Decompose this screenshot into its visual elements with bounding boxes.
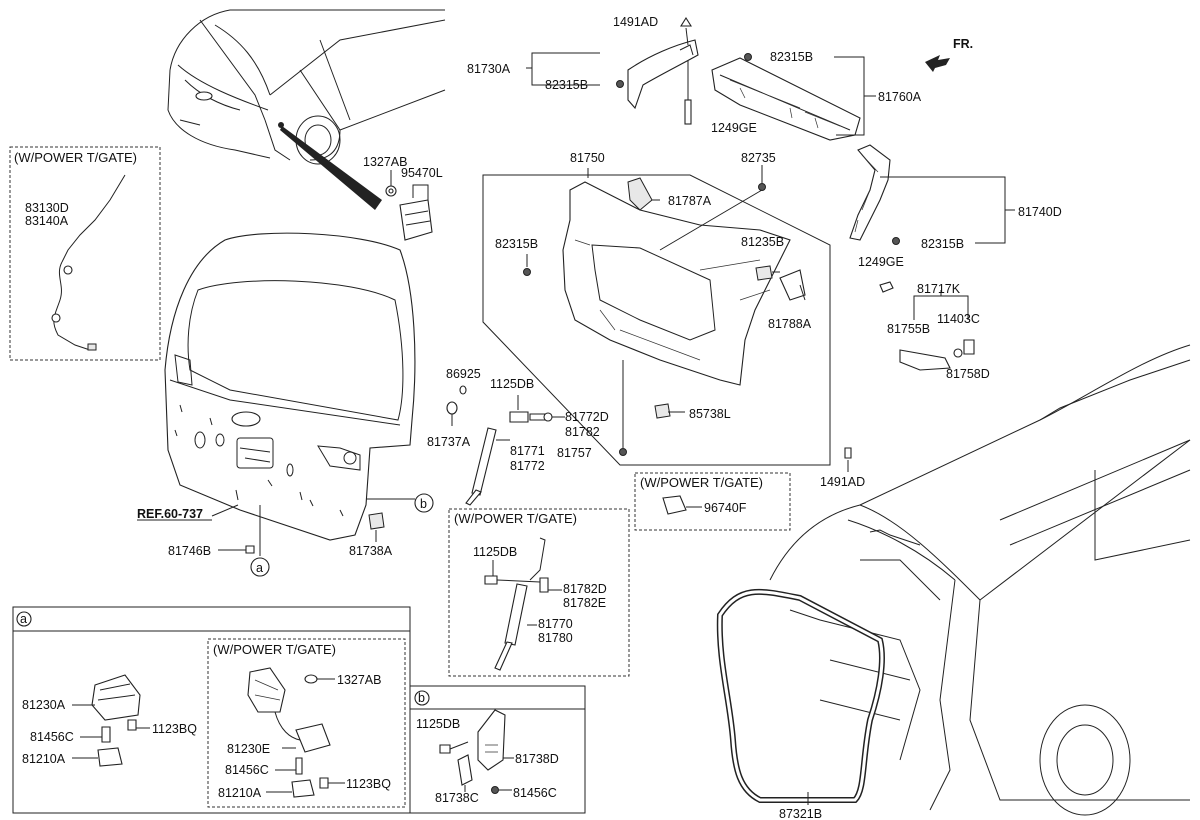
- power-tgate-strut-header: (W/POWER T/GATE): [454, 511, 577, 526]
- part-label-81738C: 81738C: [435, 791, 479, 805]
- part-label-81456C: 81456C: [225, 763, 269, 777]
- front-direction-indicator: FR.: [925, 37, 973, 72]
- power-tgate-latch-header: (W/POWER T/GATE): [213, 642, 336, 657]
- part-label-81737A: 81737A: [427, 435, 471, 449]
- part-label-81772D: 81772D: [565, 410, 609, 424]
- part-label-81750: 81750: [570, 151, 605, 165]
- callout-a: a: [256, 561, 263, 575]
- part-label-96740F: 96740F: [704, 501, 747, 515]
- part-label-82315B: 82315B: [921, 237, 964, 251]
- part-label-1327AB: 1327AB: [363, 155, 407, 169]
- part-label-82315B: 82315B: [495, 237, 538, 251]
- part-label-83140A: 83140A: [25, 214, 69, 228]
- part-label-81456C: 81456C: [30, 730, 74, 744]
- part-label-81782E: 81782E: [563, 596, 606, 610]
- part-label-1123BQ: 1123BQ: [152, 722, 197, 736]
- part-label-81230E: 81230E: [227, 742, 270, 756]
- part-label-81787A: 81787A: [668, 194, 712, 208]
- front-direction-label: FR.: [953, 37, 973, 51]
- part-label-82315B: 82315B: [770, 50, 813, 64]
- part-label-81235B: 81235B: [741, 235, 784, 249]
- part-label-81760A: 81760A: [878, 90, 922, 104]
- part-label-86925: 86925: [446, 367, 481, 381]
- part-label-81210A: 81210A: [218, 786, 262, 800]
- part-label-1491AD: 1491AD: [820, 475, 865, 489]
- part-label-81738A: 81738A: [349, 544, 393, 558]
- part-1327AB-95470L: 1327AB 95470L: [363, 155, 443, 241]
- part-label-81782D: 81782D: [563, 582, 607, 596]
- detail-a-header: a: [20, 612, 27, 626]
- power-tgate-switch-header: (W/POWER T/GATE): [640, 475, 763, 490]
- part-gas-strut-group: 1125DB 81772D 81782 81771 81772: [465, 377, 609, 506]
- part-label-1327AB: 1327AB: [337, 673, 381, 687]
- callout-b: b: [420, 497, 427, 511]
- part-label-95470L: 95470L: [401, 166, 443, 180]
- part-label-81746B: 81746B: [168, 544, 211, 558]
- vehicle-opening-sketch: 87321B: [716, 344, 1191, 820]
- part-label-81758D: 81758D: [946, 367, 990, 381]
- reference-label: REF.60-737: [137, 507, 203, 521]
- part-label-81782: 81782: [565, 425, 600, 439]
- tailgate-panel: [164, 232, 416, 541]
- part-label-81788A: 81788A: [768, 317, 812, 331]
- part-86925-81737A: 86925 81737A: [427, 367, 481, 449]
- part-label-81730A: 81730A: [467, 62, 511, 76]
- part-label-81210A: 81210A: [22, 752, 66, 766]
- part-label-81717K: 81717K: [917, 282, 961, 296]
- part-81740D-side-trim: 81740D 82315B 1249GE: [849, 144, 1062, 293]
- part-label-1249GE: 1249GE: [858, 255, 904, 269]
- part-label-81780: 81780: [538, 631, 573, 645]
- power-tgate-strut-box: (W/POWER T/GATE) 1125DB 81782D 81782E 81…: [448, 508, 630, 677]
- vehicle-rear-sketch: [167, 9, 446, 210]
- part-label-11403C: 11403C: [937, 312, 980, 326]
- part-label-87321B: 87321B: [779, 807, 822, 820]
- power-tgate-box-header: (W/POWER T/GATE): [14, 150, 137, 165]
- part-label-82315B: 82315B: [545, 78, 588, 92]
- reference-and-callouts: REF.60-737 a b 81746B 81738A: [137, 493, 434, 577]
- part-label-1123BQ: 1123BQ: [346, 777, 391, 791]
- detail-a-latch-box: a 81230A 1123BQ 81456C 81210A (W/POWER T…: [12, 606, 411, 814]
- part-label-81770: 81770: [538, 617, 573, 631]
- part-label-1249GE: 1249GE: [711, 121, 757, 135]
- part-label-81755B: 81755B: [887, 322, 930, 336]
- part-label-82735: 82735: [741, 151, 776, 165]
- part-81750-inner-trim: 81750 82735 81787A 82315B 81235B 81788A …: [482, 151, 831, 466]
- part-81760A-upper-trim: 82315B 81760A: [711, 50, 922, 141]
- power-tgate-cable-box: (W/POWER T/GATE) 83130D 83140A: [9, 146, 161, 361]
- part-label-1125DB: 1125DB: [416, 717, 460, 731]
- part-label-1125DB: 1125DB: [473, 545, 517, 559]
- detail-b-header: b: [418, 691, 425, 705]
- part-label-81456C: 81456C: [513, 786, 557, 800]
- part-label-81738D: 81738D: [515, 752, 559, 766]
- part-81730A-group: 1491AD 81730A 82315B 1249GE: [467, 15, 757, 135]
- part-label-1125DB: 1125DB: [490, 377, 534, 391]
- part-label-81772: 81772: [510, 459, 545, 473]
- part-label-83130D: 83130D: [25, 201, 69, 215]
- part-label-81230A: 81230A: [22, 698, 66, 712]
- part-label-81771: 81771: [510, 444, 545, 458]
- part-1491AD-lower: 1491AD: [820, 447, 865, 489]
- part-label-81740D: 81740D: [1018, 205, 1062, 219]
- part-81717K-handle: 81717K 81755B 11403C 81758D: [887, 282, 990, 381]
- detail-b-bracket-box: b 1125DB 81738D 81738C 81456C: [409, 685, 586, 814]
- part-label-1491AD: 1491AD: [613, 15, 658, 29]
- part-label-81757: 81757: [557, 446, 592, 460]
- part-label-85738L: 85738L: [689, 407, 731, 421]
- power-tgate-switch-box: (W/POWER T/GATE) 96740F: [634, 472, 791, 531]
